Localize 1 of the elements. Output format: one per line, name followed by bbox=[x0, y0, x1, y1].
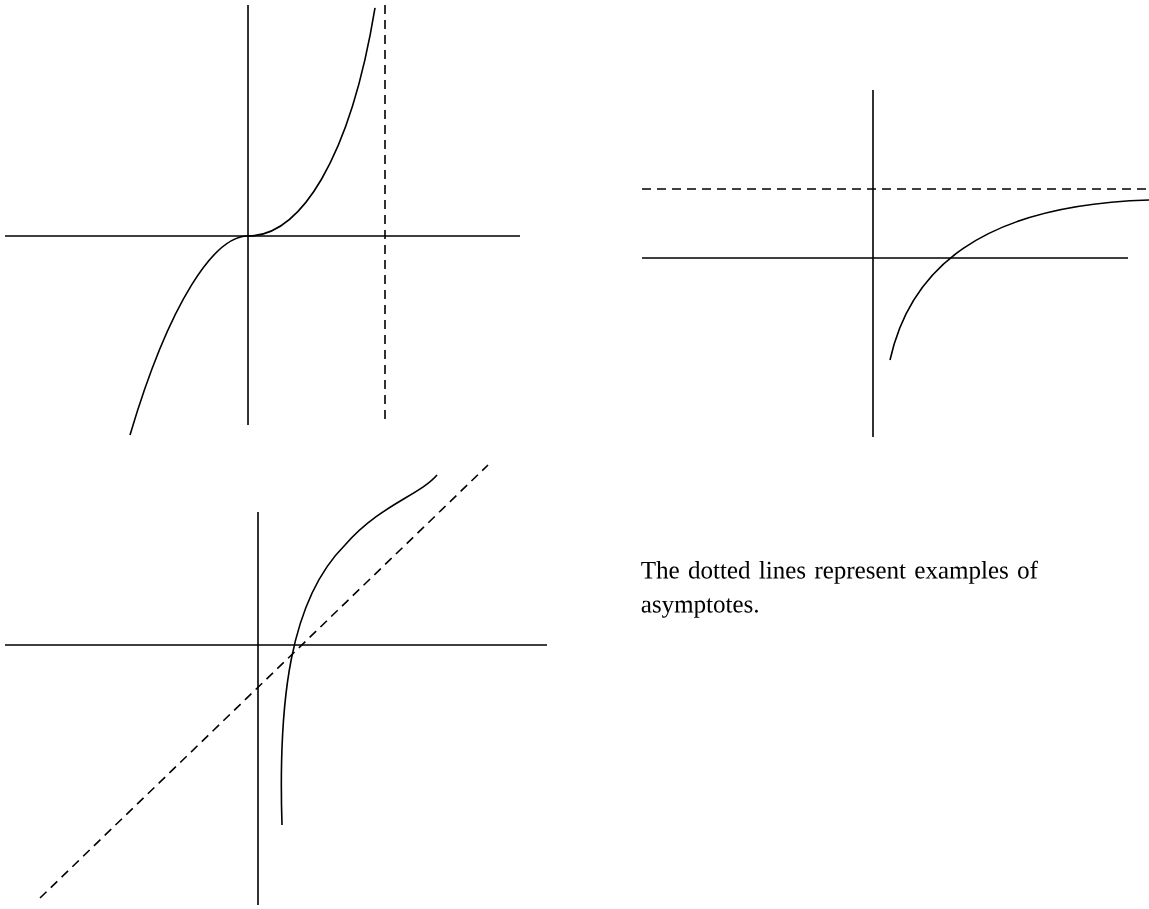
caption-text: The dotted lines represent examples of asymptotes. bbox=[641, 560, 1038, 618]
